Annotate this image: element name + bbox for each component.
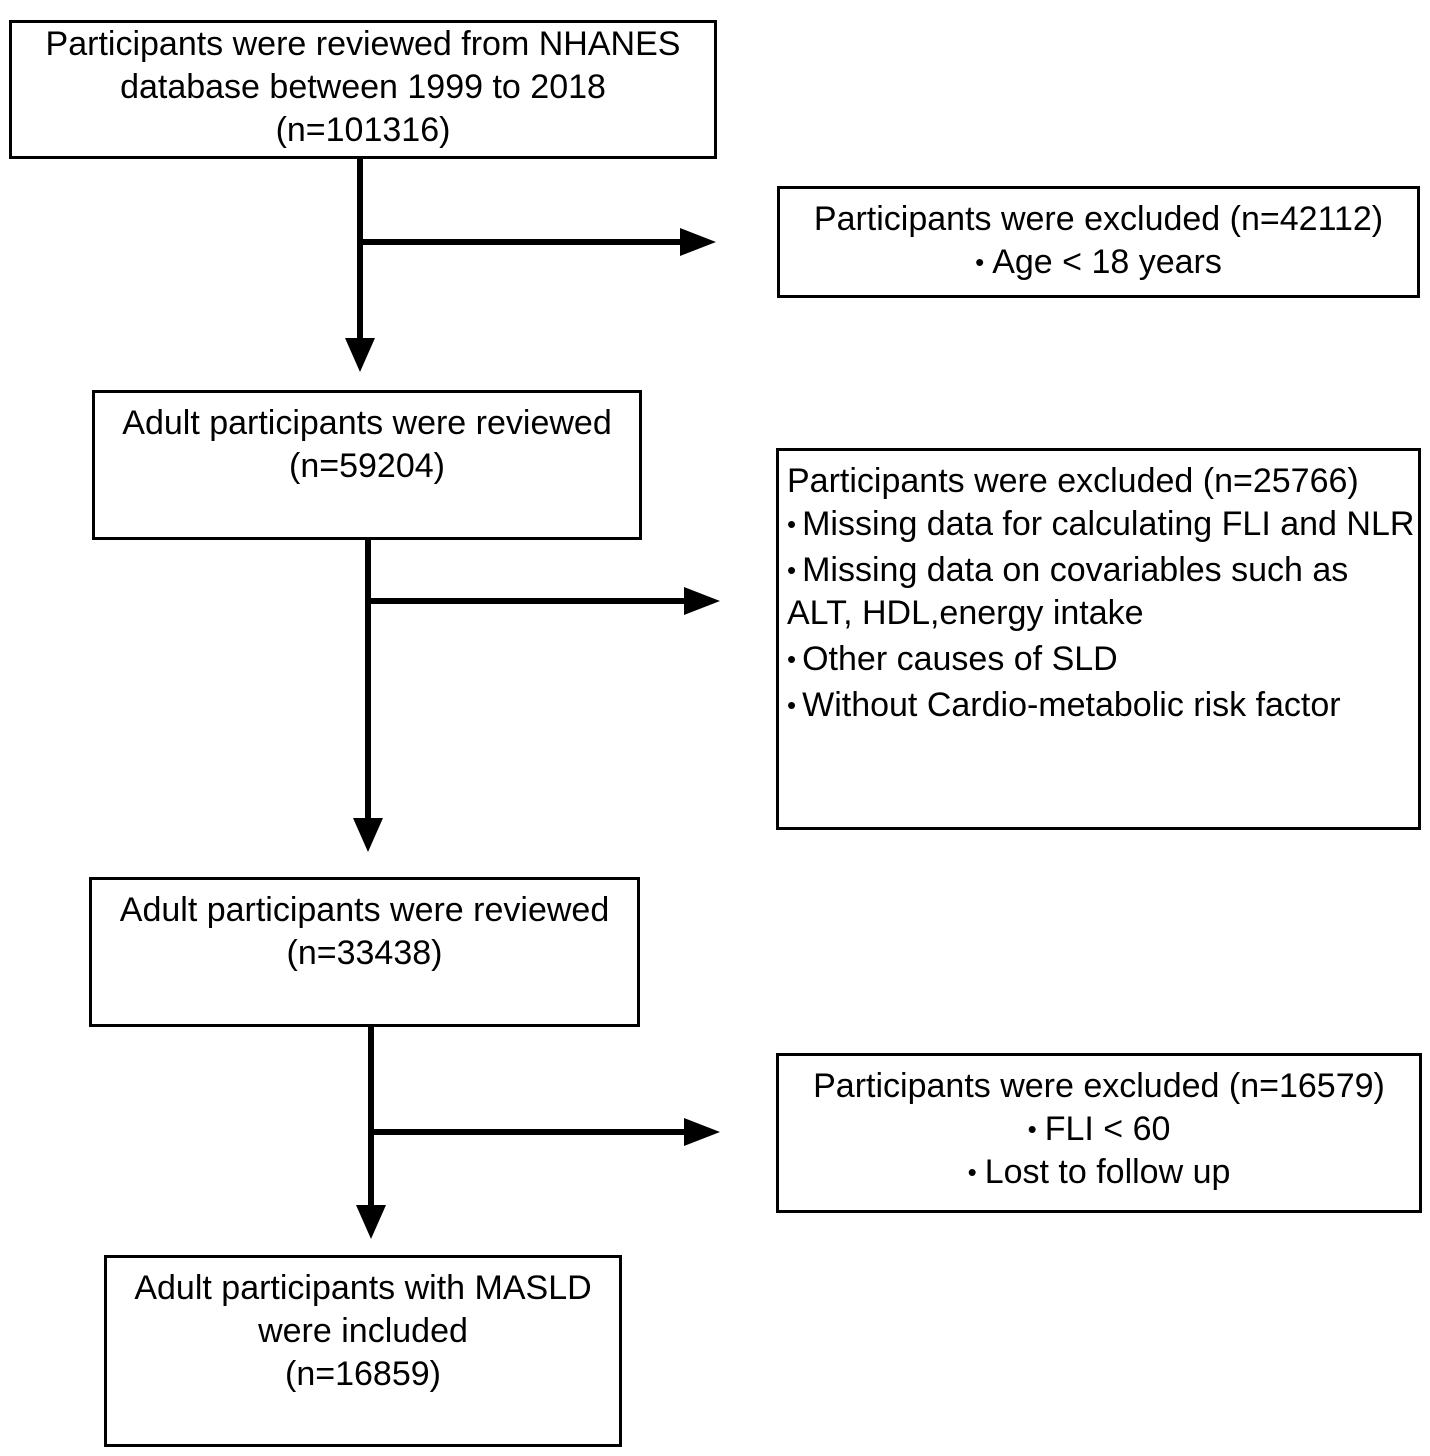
arrowhead-down-3 [356, 1205, 386, 1239]
start-line-3: (n=101316) [275, 111, 451, 149]
exclusion-2-item-covariables: Missing data on covariables such as ALT,… [787, 549, 1418, 635]
exclusion-3-item-fli: FLI < 60 [779, 1108, 1419, 1151]
exclusion-3-title: Participants were excluded (n=16579) [813, 1067, 1385, 1105]
start-line-1: Participants were reviewed from NHANES [45, 25, 681, 63]
adult-2-line-1: Adult participants were reviewed [119, 891, 610, 929]
exclusion-box-3: Participants were excluded (n=16579) FLI… [776, 1053, 1422, 1213]
exclusion-2-title: Participants were excluded (n=25766) [787, 462, 1359, 500]
adult-2-line-2: (n=33438) [286, 934, 443, 972]
final-included-box: Adult participants with MASLD were inclu… [104, 1255, 622, 1447]
exclusion-box-1: Participants were excluded (n=42112) Age… [777, 186, 1420, 298]
exclusion-2-item-cardio: Without Cardio-metabolic risk factor [787, 684, 1418, 727]
adult-1-line-2: (n=59204) [289, 447, 445, 485]
final-line-3: (n=16859) [285, 1355, 441, 1393]
exclusion-2-item-sld: Other causes of SLD [787, 638, 1418, 681]
exclusion-3-item-followup: Lost to follow up [779, 1151, 1419, 1194]
final-line-2: were included [258, 1312, 468, 1350]
arrowhead-down-2 [353, 818, 383, 852]
exclusion-2-item-fli-nlr: Missing data for calculating FLI and NLR [787, 503, 1418, 546]
adult-reviewed-box-2: Adult participants were reviewed (n=3343… [89, 877, 640, 1027]
start-line-2: database between 1999 to 2018 [120, 68, 606, 106]
exclusion-1-item-age: Age < 18 years [780, 241, 1417, 284]
arrowhead-right-2 [684, 587, 720, 615]
adult-reviewed-box-1: Adult participants were reviewed (n=5920… [92, 390, 642, 540]
exclusion-box-2: Participants were excluded (n=25766) Mis… [776, 448, 1421, 830]
arrowhead-down-1 [345, 338, 375, 372]
adult-1-line-1: Adult participants were reviewed [122, 404, 612, 442]
arrowhead-right-1 [680, 228, 716, 256]
arrowhead-right-3 [684, 1118, 720, 1146]
exclusion-1-title: Participants were excluded (n=42112) [813, 200, 1384, 238]
final-line-1: Adult participants with MASLD [134, 1269, 592, 1307]
start-box: Participants were reviewed from NHANES d… [9, 20, 717, 159]
